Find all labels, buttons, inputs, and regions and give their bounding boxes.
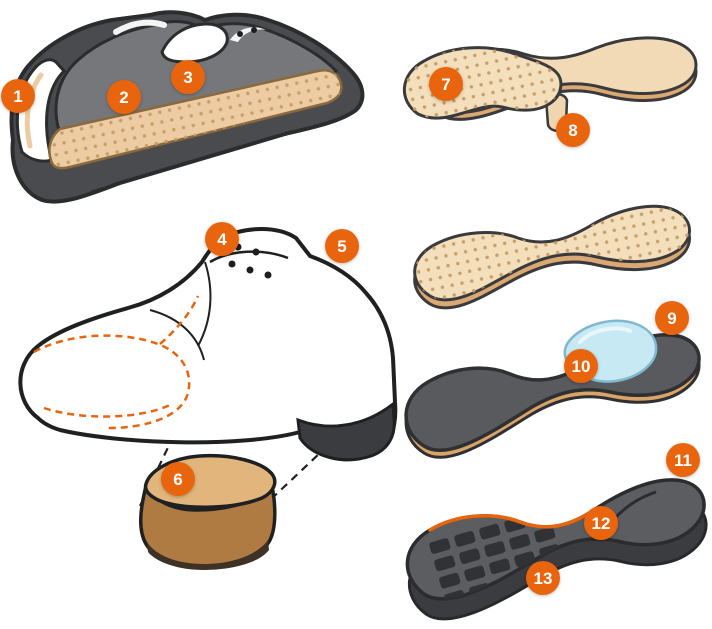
callout-marker-5[interactable]: 5 [325,229,359,263]
callout-number: 5 [337,236,347,256]
callout-number: 4 [217,229,227,249]
heel-block-bottom-lift [147,540,269,570]
perforated-insole-illustration [413,204,691,310]
callout-number: 11 [674,450,692,470]
callout-marker-12[interactable]: 12 [584,506,618,540]
callout-number: 6 [173,469,183,489]
perforated-insole-dots [414,206,690,300]
callout-number: 3 [183,67,193,87]
white-shoe-heel-sole [296,401,396,462]
gel-footbed-illustration [404,319,701,459]
callout-marker-6[interactable]: 6 [161,462,195,496]
outsole-illustration [405,478,708,621]
heel-block-side [139,481,277,568]
callout-marker-4[interactable]: 4 [205,222,239,256]
callout-number: 10 [571,356,591,376]
callout-number: 9 [667,308,677,328]
callout-marker-11[interactable]: 11 [666,443,700,477]
insole-pair-illustration [402,36,698,133]
callout-marker-3[interactable]: 3 [171,60,205,94]
cutaway-shoe-illustration [9,10,365,204]
cutaway-eyelet [237,31,243,37]
callout-marker-9[interactable]: 9 [655,301,689,335]
white-shoe-quarter-seam [197,261,212,347]
cutaway-collar-edge [113,19,167,35]
callout-marker-10[interactable]: 10 [564,349,598,383]
white-shoe-eyelet [252,248,260,256]
white-shoe-body [18,227,398,462]
white-shoe-illustration [18,227,398,507]
cutaway-cork-insole-dots [49,70,342,169]
callout-number: 7 [441,74,451,94]
callout-number: 13 [533,568,553,588]
cutaway-collar-crescent [230,27,266,42]
callout-marker-2[interactable]: 2 [107,80,141,114]
callout-number: 2 [119,87,129,107]
callout-marker-1[interactable]: 1 [1,79,35,113]
cutaway-eyelet [251,27,257,33]
callout-marker-8[interactable]: 8 [556,113,590,147]
heel-counter-dashed-inner [43,402,173,418]
callout-marker-13[interactable]: 13 [526,561,560,595]
callout-number: 12 [591,513,611,533]
cutaway-tongue [160,22,229,64]
heel-counter-dashed-outline [33,334,191,430]
vamp-dashed-seam [159,295,200,345]
white-shoe-vamp-seam [149,309,205,361]
gel-pad-highlight [578,326,632,344]
callout-number: 1 [13,86,23,106]
white-shoe-eyelet [228,260,236,268]
callout-number: 8 [568,120,578,140]
white-shoe-eyelet [264,271,272,279]
white-shoe-collar-seam [209,250,289,264]
outsole-orange-edge [428,508,596,532]
callout-marker-7[interactable]: 7 [429,67,463,101]
white-shoe-eyelet [246,266,254,274]
